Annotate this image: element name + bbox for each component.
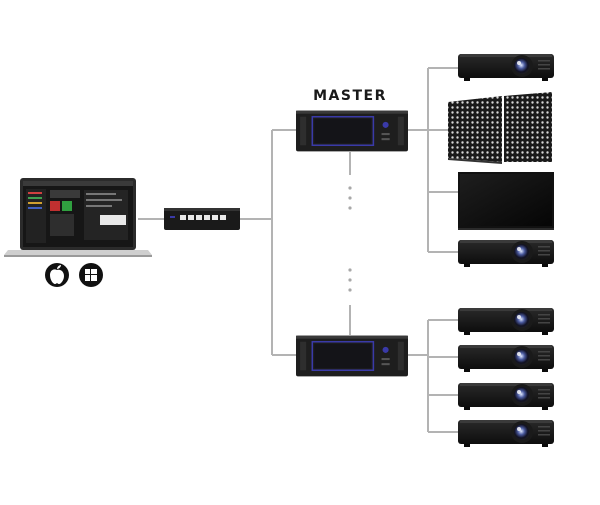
- projector-icon: [458, 308, 554, 335]
- projector-icon: [458, 345, 554, 372]
- media-server-icon: [296, 335, 408, 377]
- server-chain-dots: [348, 152, 352, 335]
- windows-icon: [79, 263, 103, 287]
- laptop-icon: [4, 178, 152, 257]
- projector-icon: [458, 420, 554, 447]
- projector-icon: [458, 54, 554, 81]
- projector-icon: [458, 383, 554, 410]
- projector-icon: [458, 240, 554, 267]
- master-server-label: MASTER: [313, 88, 387, 104]
- media-server-icon: [296, 110, 408, 152]
- connector-lines: [138, 67, 460, 433]
- apple-icon: [45, 263, 69, 287]
- display-screen-icon: [458, 172, 554, 230]
- network-switch-icon: [164, 208, 240, 230]
- led-panel-icon: [448, 92, 552, 164]
